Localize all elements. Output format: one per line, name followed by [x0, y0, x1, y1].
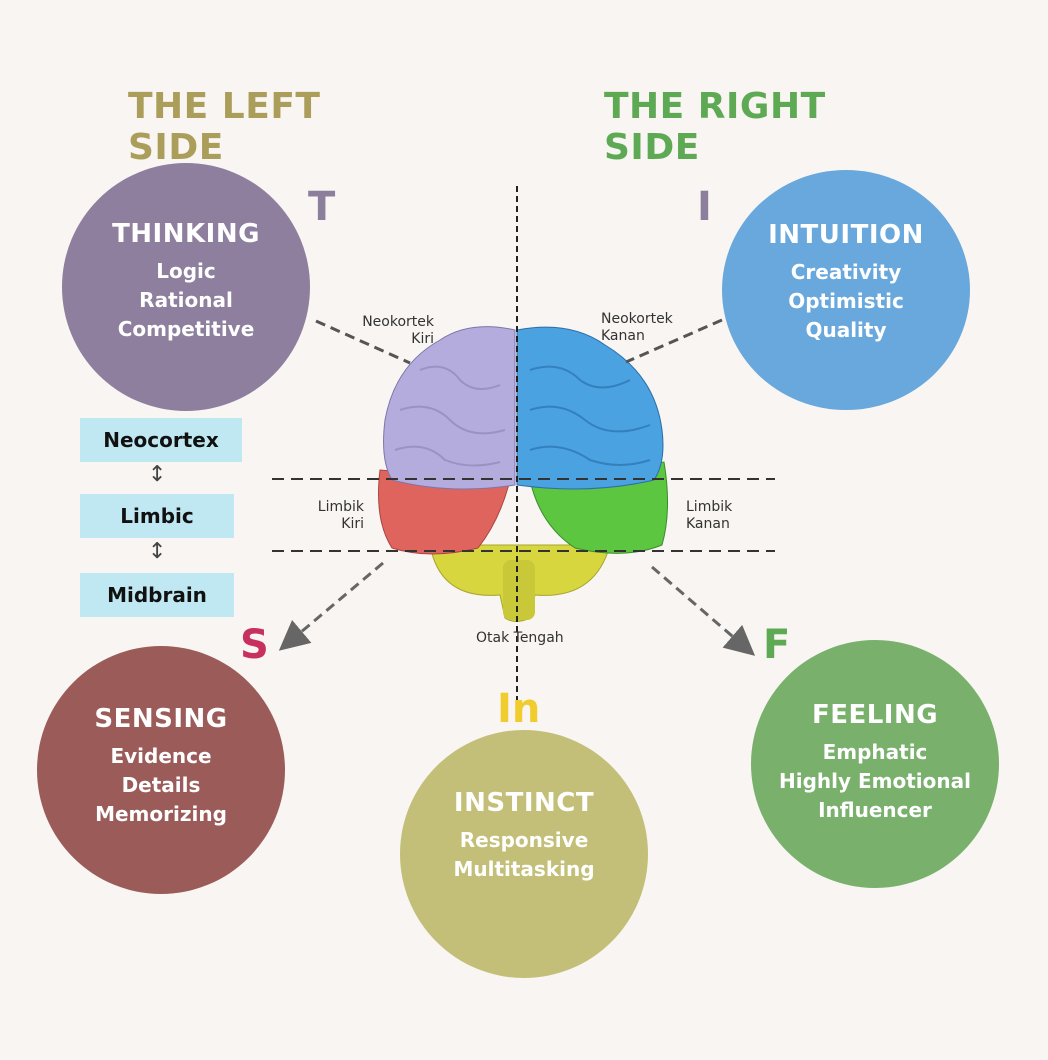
circle-title: SENSING — [94, 704, 228, 734]
label-neokortek-kiri: Neokortek Kiri — [350, 314, 434, 348]
trait: Emphatic — [822, 740, 928, 764]
letter-intuition: I — [697, 184, 712, 230]
trait: Evidence — [110, 744, 212, 768]
instinct-circle: INSTINCT Responsive Multitasking — [400, 730, 648, 978]
brain-stem — [503, 560, 535, 620]
circle-title: FEELING — [811, 700, 939, 730]
circle-title: INSTINCT — [453, 788, 595, 818]
level-limbic: Limbic — [80, 494, 234, 538]
letter-sensing: S — [240, 622, 269, 668]
label-line: Kanan — [686, 516, 730, 532]
trait: Rational — [139, 288, 233, 312]
trait: Influencer — [818, 798, 932, 822]
brain-left-limbic — [378, 469, 511, 555]
thinking-circle: THINKING Logic Rational Competitive — [62, 163, 310, 411]
label-otak-tengah: Otak Tengah — [476, 630, 564, 646]
trait: Quality — [805, 318, 887, 342]
label-limbik-kanan: Limbik Kanan — [686, 499, 732, 533]
trait: Logic — [156, 259, 216, 283]
left-side-title: THE LEFT SIDE — [128, 86, 321, 168]
feeling-arrow — [651, 565, 756, 656]
brain-illustration — [378, 326, 669, 622]
letter-instinct: In — [497, 686, 541, 732]
up-down-arrow-icon: ↕ — [148, 539, 167, 564]
feeling-circle: FEELING Emphatic Highly Emotional Influe… — [751, 640, 999, 888]
label-line: Kiri — [341, 516, 364, 532]
circle-title: THINKING — [112, 219, 260, 249]
trait: Multitasking — [453, 857, 595, 881]
trait: Competitive — [117, 317, 255, 341]
label-line: Kanan — [601, 328, 645, 344]
trait: Highly Emotional — [779, 769, 971, 793]
trait: Creativity — [790, 260, 902, 284]
level-neocortex: Neocortex — [80, 418, 242, 462]
label-limbik-kiri: Limbik Kiri — [302, 499, 364, 533]
label-neokortek-kanan: Neokortek Kanan — [601, 311, 673, 345]
trait: Optimistic — [788, 289, 904, 313]
level-midbrain: Midbrain — [80, 573, 234, 617]
letter-feeling: F — [763, 622, 791, 668]
label-line: Neokortek — [362, 314, 434, 330]
sensing-arrow — [278, 561, 384, 651]
label-line: Limbik — [686, 499, 733, 515]
circle-title: INTUITION — [768, 220, 924, 250]
letter-thinking: T — [308, 184, 336, 230]
brain-left-neocortex — [383, 326, 516, 490]
label-line: Limbik — [317, 499, 364, 515]
sensing-circle: SENSING Evidence Details Memorizing — [37, 646, 285, 894]
up-down-arrow-icon: ↕ — [148, 462, 167, 487]
label-line: Kiri — [411, 331, 434, 347]
thinking-leader-line — [315, 319, 411, 365]
trait: Details — [121, 773, 201, 797]
trait: Memorizing — [95, 802, 227, 826]
intuition-circle: INTUITION Creativity Optimistic Quality — [722, 170, 970, 410]
right-side-title: THE RIGHT SIDE — [604, 86, 826, 168]
intuition-leader-line — [625, 318, 723, 364]
trait: Responsive — [459, 828, 589, 852]
label-line: Neokortek — [601, 311, 673, 327]
